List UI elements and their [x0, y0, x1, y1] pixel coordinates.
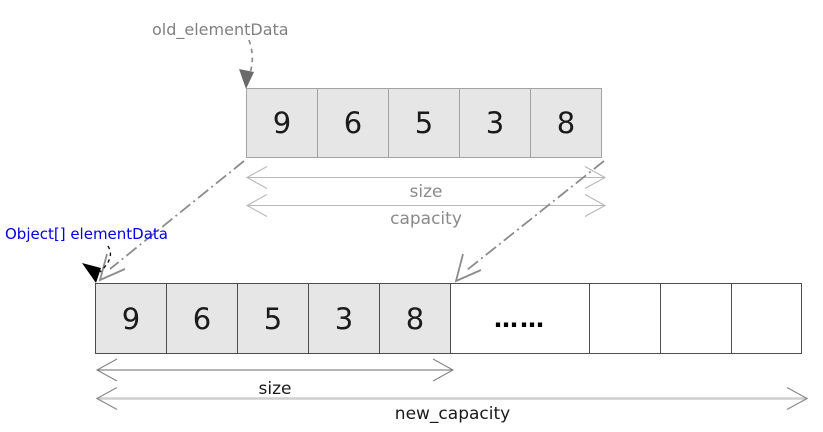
new-size-label: size: [258, 379, 292, 399]
array-cell-empty: [589, 283, 661, 354]
array-cell-empty: [731, 283, 802, 354]
array-cell: 9: [246, 88, 318, 158]
new-capacity-label: new_capacity: [394, 404, 511, 424]
array-cell: 6: [166, 283, 238, 354]
arrowhead-icon: [82, 263, 101, 283]
array-cell-ellipsis: ……: [450, 283, 590, 354]
array-cell: 5: [237, 283, 309, 354]
array-cell: 9: [95, 283, 167, 354]
open-arrowhead-icon: [98, 253, 126, 282]
copy-line-left: [98, 160, 245, 282]
arrowhead-icon: [239, 69, 254, 89]
old-array-pointer-label: old_elementData: [152, 20, 289, 39]
new-size-span-arrow: [95, 358, 455, 382]
array-cell: 3: [459, 88, 531, 158]
old-capacity-label: capacity: [390, 209, 462, 229]
copy-line-right: [454, 160, 605, 283]
array-cell-empty: [660, 283, 732, 354]
old-array: 9 6 5 3 8: [246, 88, 602, 158]
old-pointer-arrow: [239, 39, 254, 89]
old-capacity-span-arrow: [245, 194, 607, 217]
new-capacity-span-arrow: [95, 386, 809, 411]
old-size-label: size: [409, 182, 443, 202]
new-array: 9 6 5 3 8 ……: [95, 283, 802, 354]
array-cell: 8: [379, 283, 451, 354]
open-arrowhead-icon: [454, 253, 482, 283]
array-cell: 8: [530, 88, 602, 158]
array-cell: 5: [388, 88, 460, 158]
new-pointer-arrow: [82, 245, 112, 283]
array-cell: 6: [317, 88, 389, 158]
new-array-pointer-label: Object[] elementData: [5, 225, 168, 243]
old-size-span-arrow: [245, 166, 607, 189]
array-cell: 3: [308, 283, 380, 354]
